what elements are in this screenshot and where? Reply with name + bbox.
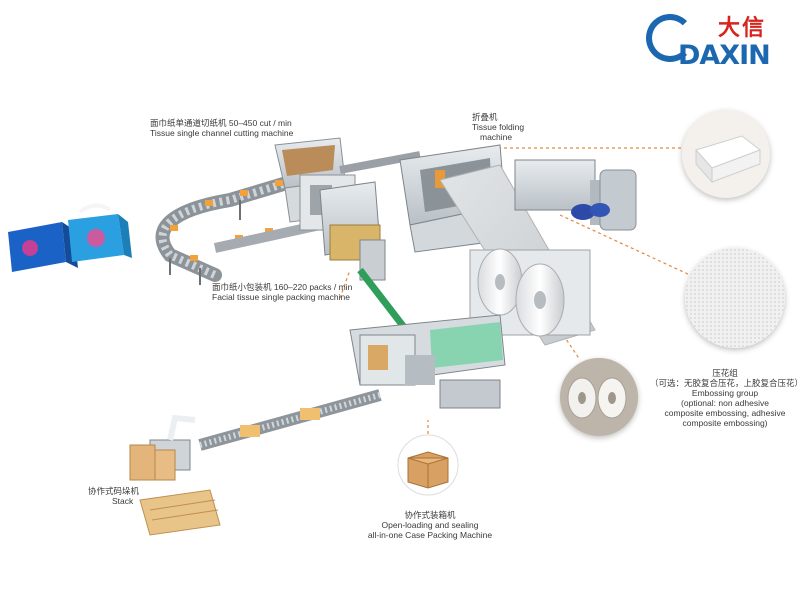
stack-label-en: Stack <box>112 496 134 506</box>
embossing-label-en-1: Embossing group <box>691 388 759 398</box>
embossing-label-en-3: composite embossing, adhesive <box>664 408 786 418</box>
case-label-cn: 协作式装箱机 <box>404 510 456 520</box>
cutting-label-cn: 面巾纸单通道切纸机 50–450 cut / min <box>150 118 292 128</box>
pallet-icon <box>139 489 221 536</box>
tissue-box-icon <box>8 203 132 272</box>
case-packing-machine <box>349 314 506 409</box>
green-conveyor <box>357 267 413 338</box>
stacked-cartons <box>129 444 176 481</box>
embossing-label-cn: 压花组 <box>712 368 738 378</box>
cutting-label-en: Tissue single channel cutting machine <box>150 128 294 138</box>
embossed-texture-icon <box>685 248 785 348</box>
paper-roll-warehouse-icon <box>560 358 638 436</box>
case-label-en-1: Open-loading and sealing <box>381 520 479 530</box>
cardboard-box-icon <box>397 434 459 496</box>
output-conveyor <box>198 389 382 451</box>
stack-label-cn: 协作式码垛机 <box>88 486 140 496</box>
logo-english-name: DAXIN <box>678 40 771 71</box>
packing-label-en: Facial tissue single packing machine <box>212 292 350 302</box>
logo-chinese-name: 大信 <box>718 15 767 41</box>
folding-label-cn: 折叠机 <box>472 112 498 122</box>
embossing-label-en-4: composite embossing) <box>682 418 768 428</box>
embossing-unit <box>514 159 637 231</box>
logo-dragon-icon <box>646 14 694 62</box>
tissue-stack-icon <box>682 110 770 198</box>
packing-machine <box>319 181 386 281</box>
embossing-label-option-cn: （可选：无胶复合压花，上胶复合压花） <box>650 378 800 388</box>
folding-label-en-1: Tissue folding <box>472 122 525 132</box>
case-label-en-2: all-in-one Case Packing Machine <box>367 530 493 540</box>
folding-label-en-2: machine <box>480 132 513 142</box>
embossing-label-en-2: (optional: non adhesive <box>681 398 769 408</box>
feed-conveyor <box>339 151 421 174</box>
paper-roll-icon <box>469 248 591 337</box>
packing-label-cn: 面巾纸小包装机 160–220 packs / min <box>212 282 353 292</box>
